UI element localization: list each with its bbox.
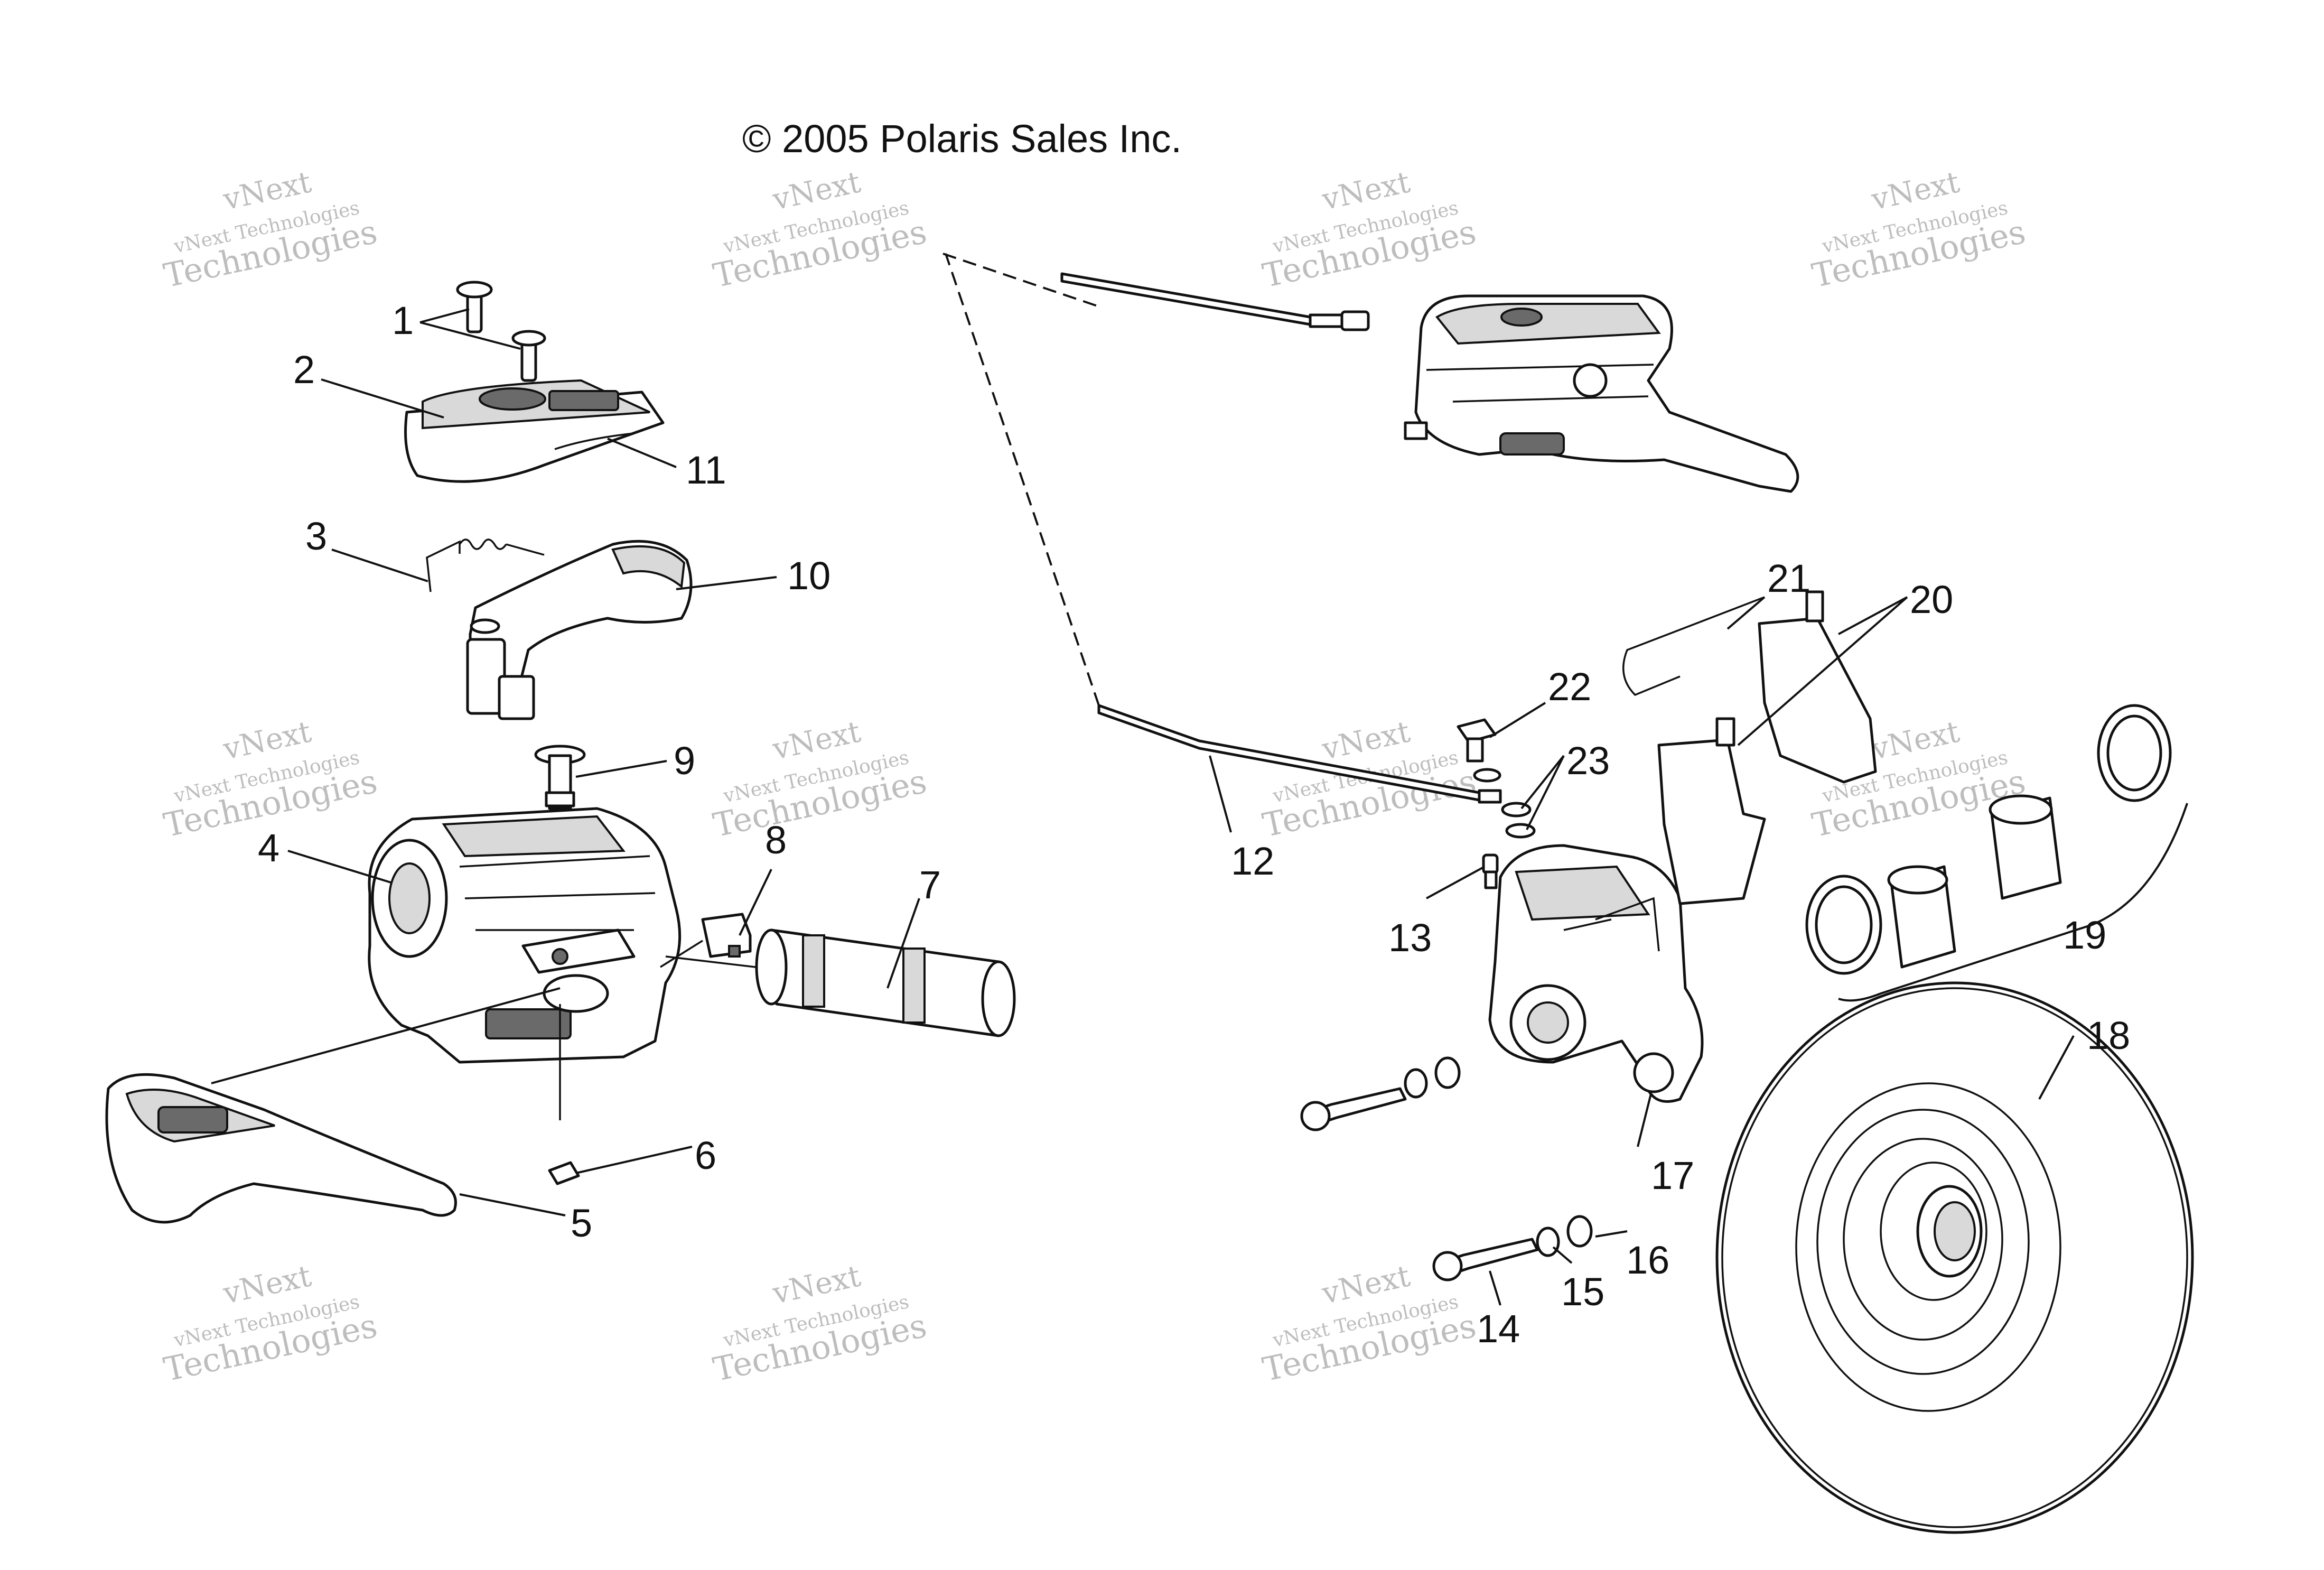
callout-4: 4	[258, 826, 279, 870]
callout-21: 21	[1767, 556, 1810, 600]
callout-13: 13	[1388, 916, 1432, 960]
callout-12: 12	[1231, 839, 1274, 883]
callout-3: 3	[305, 514, 327, 558]
master-cylinder-body-part	[368, 807, 682, 1120]
assembled-master-cylinder-part	[1404, 294, 1799, 493]
callout-7: 7	[919, 863, 941, 907]
brake-line-part	[942, 253, 1502, 804]
banjo-bolt-part	[1457, 718, 1536, 839]
callout-9: 9	[674, 739, 695, 783]
seals-pistons-part	[1805, 704, 2188, 1002]
caliper-part	[1482, 844, 1704, 1103]
brake-rotor-part	[1715, 981, 2194, 1534]
spring-part	[426, 538, 545, 592]
pad-pin-part	[1622, 596, 1765, 696]
brake-pads-part	[1657, 590, 1877, 905]
callout-22: 22	[1548, 665, 1591, 709]
lever-arm-part	[466, 540, 693, 720]
callout-19: 19	[2063, 913, 2106, 957]
callout-20: 20	[1910, 578, 1953, 621]
callout-1: 1	[392, 299, 414, 342]
callout-10: 10	[787, 554, 830, 598]
brake-switch-part	[701, 913, 752, 958]
callout-6: 6	[695, 1134, 716, 1177]
callout-14: 14	[1477, 1307, 1520, 1351]
callout-15: 15	[1561, 1270, 1604, 1314]
callout-18: 18	[2087, 1014, 2130, 1057]
callout-labels: 1 2 3 4 5 6 7 8 9 10 11 12 13 14 15 16 1…	[258, 299, 2130, 1351]
brake-lever-part	[105, 987, 561, 1224]
callout-16: 16	[1626, 1238, 1669, 1282]
callout-2: 2	[293, 348, 315, 392]
callout-17: 17	[1651, 1154, 1694, 1197]
copyright-text: © 2005 Polaris Sales Inc.	[742, 117, 1182, 161]
leader-lines	[287, 308, 2075, 1306]
mounting-bolts-part	[1300, 1056, 1593, 1281]
screws-part	[456, 281, 546, 382]
callout-23: 23	[1566, 739, 1610, 783]
clip-part	[548, 1161, 580, 1185]
reservoir-cover-part	[404, 379, 665, 483]
callout-11: 11	[686, 448, 726, 492]
piston-part	[660, 928, 1016, 1037]
pivot-pin-part	[534, 745, 586, 810]
callout-8: 8	[765, 818, 787, 862]
callout-5: 5	[571, 1201, 592, 1245]
